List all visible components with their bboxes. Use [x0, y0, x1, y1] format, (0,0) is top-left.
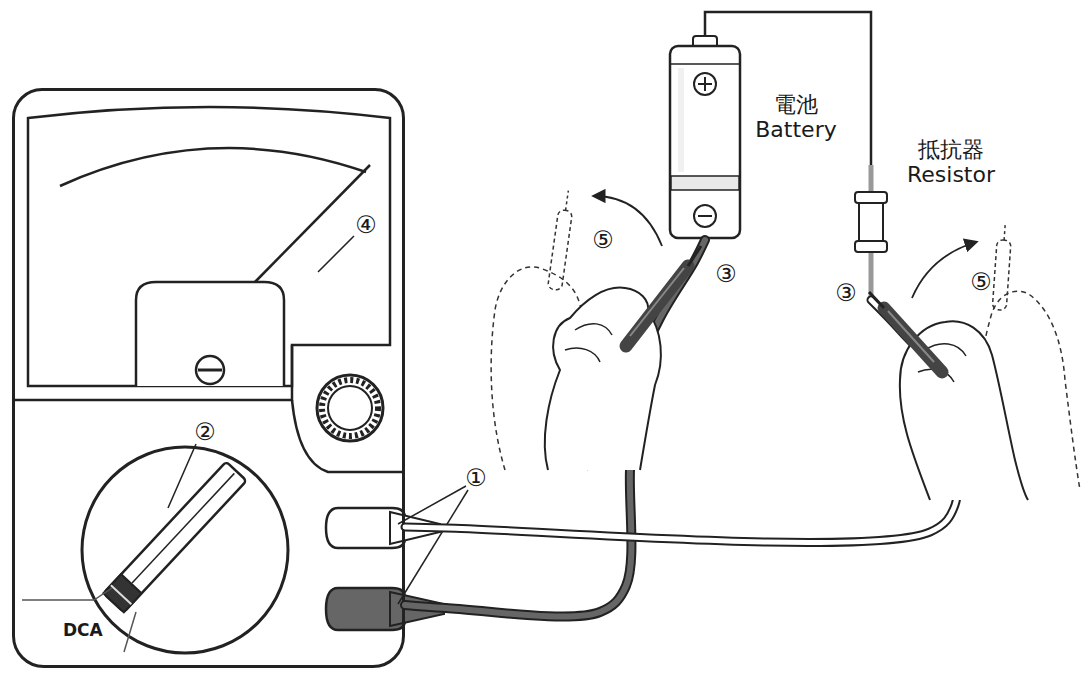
pointer-bar — [103, 462, 246, 613]
ghost-probe-body — [548, 209, 573, 290]
range-dial — [82, 447, 288, 653]
component-label: 電池 Battery — [748, 92, 844, 143]
battery-band — [670, 63, 740, 65]
resistor-cap — [855, 192, 887, 203]
battery-band — [671, 176, 739, 190]
leader-line — [318, 236, 354, 272]
range-bracket — [22, 588, 112, 600]
ghost-probe-tip — [1004, 222, 1005, 240]
range-bracket — [124, 612, 136, 652]
range-pointer — [103, 462, 246, 613]
battery-cell-outline — [668, 36, 742, 240]
knob-center — [328, 386, 372, 430]
component-label: 抵抗器 Resistor — [894, 137, 1008, 188]
hand — [545, 288, 661, 470]
motion-arrow — [912, 242, 976, 298]
pointer-tip — [103, 574, 141, 612]
battery-cell: 電池 Battery — [668, 36, 742, 240]
probe-handle — [884, 308, 942, 372]
black-plug — [390, 592, 444, 626]
resistor-cap — [855, 241, 887, 252]
plus-symbol — [698, 77, 712, 91]
common-jack — [326, 588, 405, 630]
resistor-outline — [850, 165, 892, 300]
range-label: DCA — [63, 621, 153, 641]
white-plug — [390, 512, 440, 544]
zero-screw — [196, 356, 224, 384]
callout-number: ① — [465, 466, 487, 490]
callout-number: ④ — [355, 213, 377, 237]
lead-outline — [405, 240, 705, 617]
pointer-line — [132, 473, 234, 583]
leader-line — [398, 486, 466, 524]
probe-tip — [688, 246, 701, 266]
callout-number: ③ — [835, 281, 857, 305]
battery-body — [670, 46, 740, 238]
callout-number: ⑤ — [970, 270, 992, 294]
lead-cable — [405, 240, 705, 617]
scale-arc — [60, 148, 366, 186]
callout-number: ⑤ — [592, 228, 614, 252]
test-lead-white — [405, 300, 957, 543]
adjust-knob — [317, 375, 383, 441]
probe-tip — [869, 292, 884, 308]
plus-symbol — [694, 73, 716, 95]
callout-number: ③ — [715, 262, 737, 286]
lead-outline — [405, 300, 957, 543]
minus-symbol — [694, 205, 716, 227]
hand — [900, 321, 1028, 500]
ghost-probe-body — [992, 240, 1011, 311]
screw-slot — [198, 369, 222, 372]
battery-shine — [678, 68, 684, 172]
dial-window — [28, 107, 390, 386]
ghost-hand — [491, 267, 588, 470]
ghost-probe — [548, 190, 576, 291]
test-lead-black — [405, 240, 705, 617]
minus-symbol — [698, 215, 712, 217]
finger-line — [918, 344, 966, 382]
multimeter-body: DCA — [12, 88, 405, 668]
leader-line — [398, 490, 468, 604]
callout-number: ② — [194, 420, 216, 444]
leader-line — [168, 444, 196, 508]
probe-handle — [626, 266, 688, 346]
lead-cable — [405, 300, 957, 543]
probe-highlight — [630, 268, 684, 336]
pointer-tip-mark — [111, 585, 131, 604]
needle-cover — [136, 282, 284, 386]
probe-highlight — [888, 311, 934, 362]
positive-jack — [326, 508, 405, 548]
meter-face — [13, 89, 404, 667]
connecting-wire — [705, 12, 871, 165]
meter-needle — [255, 165, 370, 282]
panel-line — [292, 400, 403, 472]
panel-line — [14, 345, 292, 400]
wire-line — [705, 12, 871, 165]
ghost-hand — [979, 291, 1080, 490]
resistor: 抵抗器 Resistor — [850, 165, 892, 300]
ghost-probe — [992, 222, 1012, 311]
finger-line — [565, 324, 612, 362]
knob-teeth — [322, 380, 378, 436]
ghost-probe-tip — [566, 191, 569, 211]
